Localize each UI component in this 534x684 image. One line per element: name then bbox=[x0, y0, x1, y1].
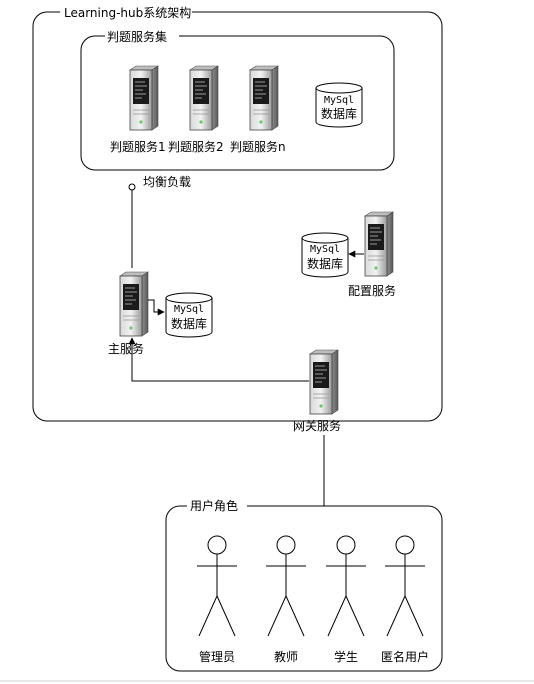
svg-text:MySql: MySql bbox=[310, 244, 340, 255]
judge-server-1-label: 判题服务1 bbox=[110, 139, 166, 154]
person-icon bbox=[384, 535, 426, 637]
load-balance-connector: 均衡负载 bbox=[128, 175, 191, 268]
gateway-to-main-arrow bbox=[128, 337, 309, 382]
system-frame: Learning-hub系统架构 bbox=[32, 5, 443, 422]
judge-cluster-title: 判题服务集 bbox=[107, 29, 167, 44]
judge-cluster-frame: 判题服务集 bbox=[80, 29, 395, 171]
svg-text:MySql: MySql bbox=[324, 95, 354, 106]
judge-database: MySql 数据库 bbox=[315, 82, 363, 128]
user-roles-title: 用户角色 bbox=[190, 498, 238, 513]
main-service: MySql 数据库 主服务 bbox=[108, 271, 213, 356]
svg-text:匿名用户: 匿名用户 bbox=[381, 649, 429, 664]
server-icon bbox=[129, 65, 159, 131]
gateway-label: 网关服务 bbox=[293, 418, 341, 433]
svg-text:管理员: 管理员 bbox=[199, 649, 235, 664]
system-title: Learning-hub系统架构 bbox=[64, 5, 191, 20]
server-icon bbox=[364, 211, 394, 277]
load-balance-label: 均衡负载 bbox=[143, 175, 191, 189]
svg-text:数据库: 数据库 bbox=[307, 256, 343, 271]
actor-anonymous: 匿名用户 bbox=[381, 535, 429, 664]
server-icon bbox=[119, 271, 149, 337]
server-icon bbox=[189, 65, 219, 131]
svg-text:数据库: 数据库 bbox=[321, 106, 357, 121]
actor-student: 学生 bbox=[325, 535, 367, 664]
user-roles-frame: 用户角色 bbox=[165, 498, 443, 672]
svg-text:学生: 学生 bbox=[334, 649, 358, 664]
gateway-service: 网关服务 bbox=[293, 349, 341, 433]
judge-server-2-label: 判题服务2 bbox=[168, 139, 224, 154]
person-icon bbox=[196, 535, 238, 637]
judge-server-n-label: 判题服务n bbox=[230, 139, 286, 154]
svg-text:MySql: MySql bbox=[174, 304, 204, 315]
config-service: MySql 数据库 配置服务 bbox=[301, 211, 396, 298]
person-icon bbox=[265, 535, 307, 637]
judge-server-1 bbox=[129, 65, 159, 131]
config-service-label: 配置服务 bbox=[348, 283, 396, 298]
svg-text:数据库: 数据库 bbox=[171, 316, 207, 331]
person-icon bbox=[325, 535, 367, 637]
judge-server-2 bbox=[189, 65, 219, 131]
svg-text:教师: 教师 bbox=[274, 649, 298, 664]
judge-server-n bbox=[249, 65, 279, 131]
server-icon bbox=[309, 349, 339, 415]
server-icon bbox=[249, 65, 279, 131]
main-service-label: 主服务 bbox=[108, 341, 144, 356]
actor-admin: 管理员 bbox=[196, 535, 238, 664]
actor-teacher: 教师 bbox=[265, 535, 307, 664]
